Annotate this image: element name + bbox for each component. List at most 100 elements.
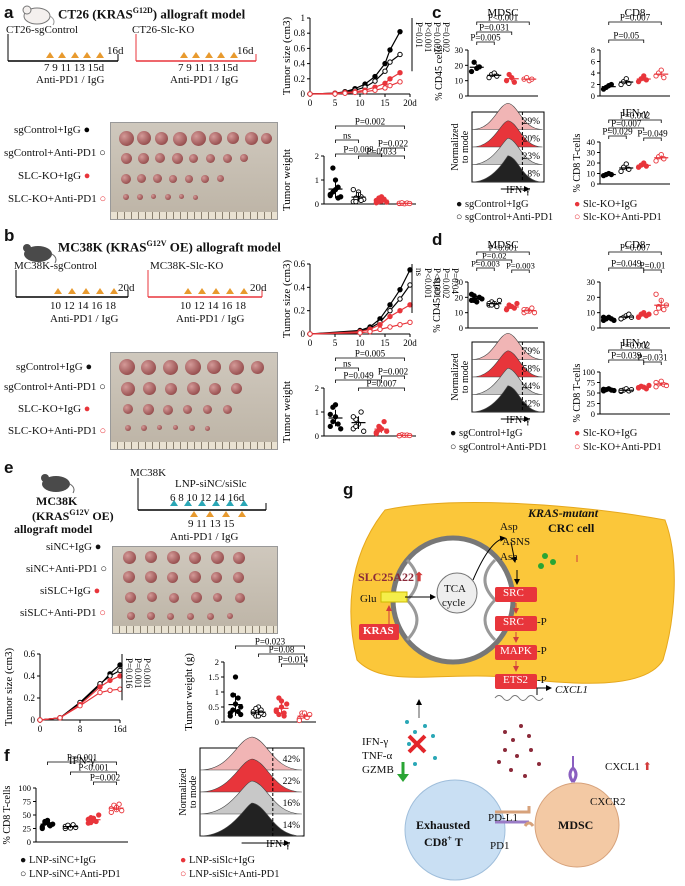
data-point [643,77,650,83]
data-point [342,90,348,96]
histogram [199,758,302,793]
timeline-b2-end: 20d [250,282,267,294]
timeline-e-days-bottom: 9 11 13 15 [188,518,235,530]
data-point [232,674,239,680]
data-point [335,195,341,201]
percentage-label: 79% [523,347,541,357]
mouse-icon-b [23,244,57,264]
g-src1: SRC [503,587,524,599]
g-asn: Asn [500,551,518,563]
percentage-label: 42% [283,755,301,765]
data-point [496,297,503,304]
data-point [643,163,650,169]
x-tick-label: 10 [356,338,366,348]
y-tick-label: 0 [591,409,595,419]
y-tick-label: 1 [301,13,306,23]
y-tick-label: 6 [591,57,595,67]
data-point [276,711,282,718]
y-tick-label: 25 [23,824,32,834]
data-point [397,296,403,302]
timeline-a1-end: 16d [107,45,124,57]
y-tick-label: 0 [591,323,595,333]
percentage-label: 42% [523,399,541,409]
data-point [387,302,393,308]
g-asns: ASNS [502,536,531,548]
p-value-label: P=0.002 [90,773,120,783]
series-line [39,669,121,721]
data-point [397,79,403,85]
data-point [357,330,363,336]
data-point [511,79,518,85]
legend-c-4: ○ Slc-KO+Anti-PD1 [574,212,662,223]
g-cell-sub: CRC cell [548,521,595,535]
timeline-a2-name: CT26-Slc-KO [132,24,195,36]
data-point [238,711,244,718]
data-point [387,59,393,65]
timeline-b [15,270,263,298]
timeline-a1-treat: Anti-PD1 / IgG [36,74,105,86]
y-tick-label: 0 [27,837,31,847]
secreted-dots [405,720,437,766]
y-tick-label: 0.2 [294,74,305,84]
data-point [372,78,378,84]
percentage-label: 23% [523,152,541,162]
p-value-label: P=0.01 [640,261,666,271]
x-tick-label: 5 [333,98,338,108]
significance-bracket [335,379,382,383]
y-tick-label: 100 [582,367,595,377]
data-point [387,47,393,53]
y-tick-label: 10 [587,169,596,179]
data-point [361,428,367,434]
percentage-label: 44% [523,382,541,392]
y-tick-label: 20 [455,292,464,302]
significance-bracket [235,645,305,649]
p-value-label: ns [343,359,352,369]
significance-bracket [608,359,645,363]
data-point [397,51,403,58]
p-value-label: P=0.001 [67,753,97,763]
data-point [397,321,403,328]
group-label-b3: SLC-KO+IgG ● [18,403,91,415]
data-point [377,326,383,333]
y-tick-label: 0 [301,89,306,99]
x-tick-label: 0 [38,724,43,734]
legend-c-1: ● sgControl+IgG [456,199,529,210]
p-value-label: P=0.022 [378,139,408,149]
data-point [397,28,403,35]
data-point [281,713,287,719]
y-tick-label: 0.4 [294,59,306,69]
y-tick-label: 50 [587,388,596,398]
significance-bracket [335,357,405,361]
significance-bracket [608,135,627,139]
significance-bracket [358,155,405,159]
significance-bracket [476,267,495,271]
timeline-e-lnp: LNP-siNC/siSlc [175,478,247,490]
data-point [611,387,617,394]
timeline-b2-days: 10 12 14 16 18 [180,300,246,312]
src-box-2 [495,616,537,631]
x-tick-label: 0 [308,98,313,108]
significance-bracket [335,139,359,143]
cxcl1-dots [497,724,541,778]
y-axis-label: Tumor weight [281,381,293,443]
y-tick-label: 1.5 [208,672,219,682]
series-line [39,675,121,721]
g-tnf: TNF-α [362,750,393,762]
data-point [407,319,413,326]
y-tick-label: 75 [587,378,596,388]
data-point [381,418,387,425]
p-value-label: P=0.002 [620,341,650,351]
data-point [238,704,244,710]
group-label-a3: SLC-KO+IgG ● [18,170,91,182]
y-tick-label: 0 [591,179,595,189]
data-point [387,313,393,320]
p-value-label: P=0.008 [343,145,374,155]
x-tick-label: 10 [356,98,366,108]
significance-bracket [335,125,405,129]
p-value-label: P=0.007 [620,243,651,253]
panel-e-line3: allograft model [14,522,93,536]
y-tick-label: 0 [215,717,219,727]
